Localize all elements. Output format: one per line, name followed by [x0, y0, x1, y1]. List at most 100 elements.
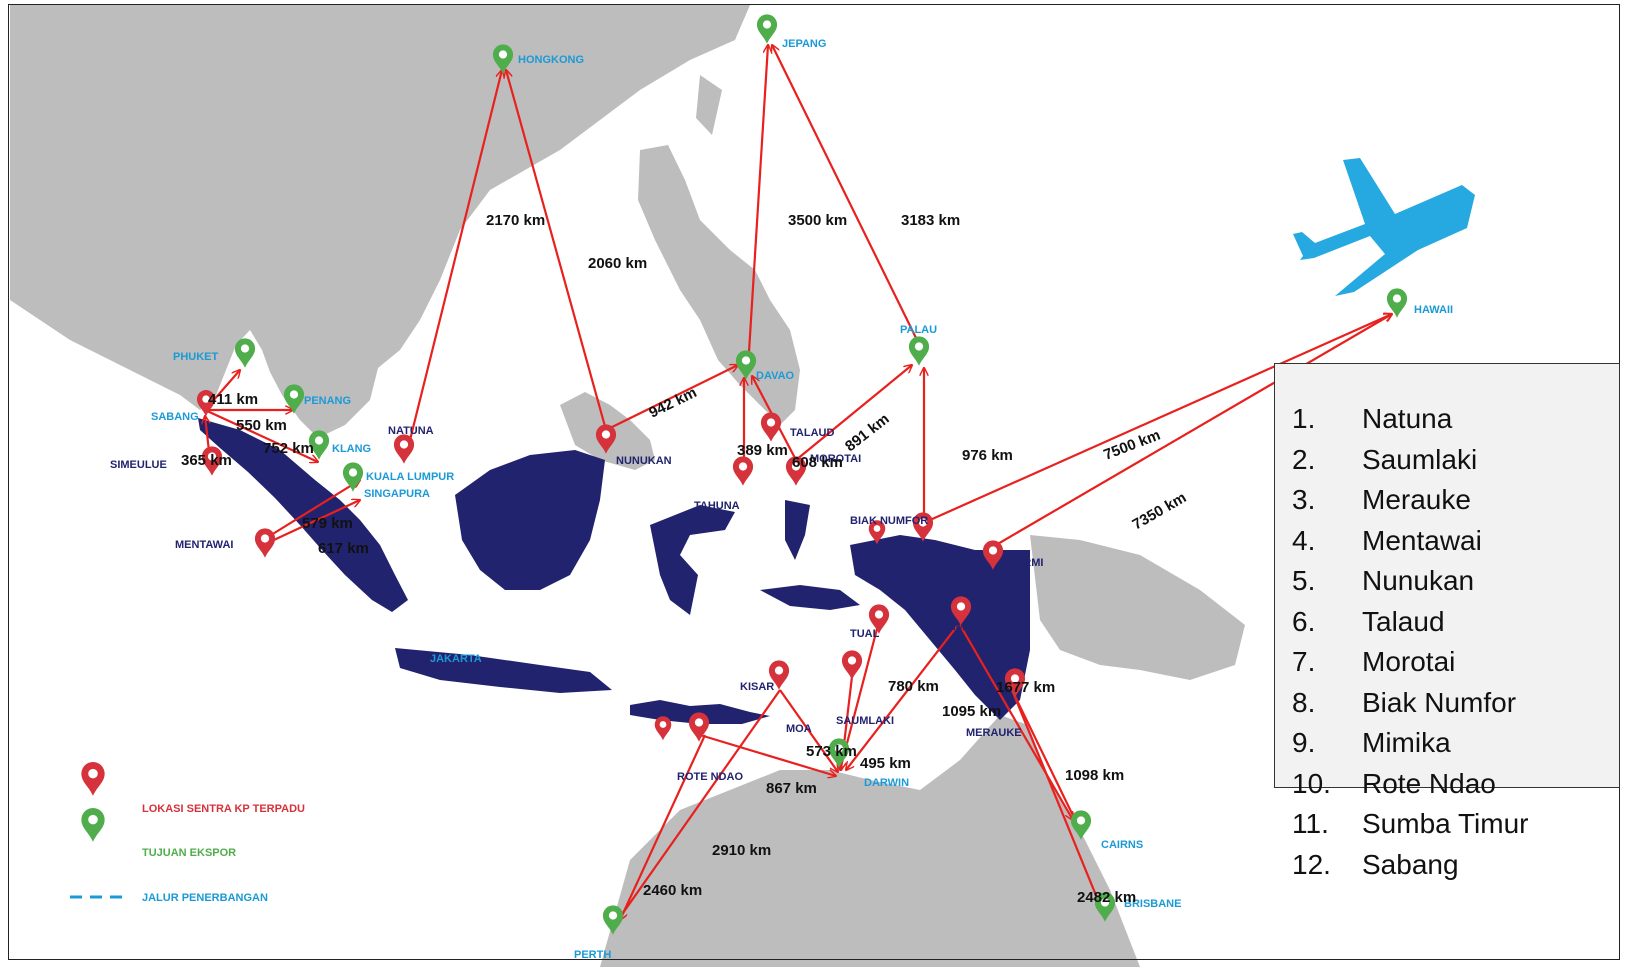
route-morotai-palau [795, 365, 912, 461]
land-philippines [638, 145, 800, 425]
distance-sabang-klang: 752 km [263, 440, 314, 457]
land-papua [850, 535, 1030, 720]
route-sarmi-hawaii [995, 314, 1392, 546]
distance-biak-hawaii: 7500 km [1101, 427, 1162, 464]
flight-routes [205, 45, 1392, 920]
label-kisar: KISAR [740, 681, 774, 693]
pin-phuket-icon [234, 338, 256, 368]
distance-nunukan-hongkong: 2060 km [588, 255, 647, 272]
distance-mentawai-kl: 579 km [302, 515, 353, 532]
route-timika-cairns [959, 624, 1073, 820]
label-tahuna: TAHUNA [694, 500, 740, 512]
legend-item: 12.Sabang [1292, 848, 1459, 880]
route-merauke-cairns [1011, 689, 1080, 830]
distance-saumlaki-darwin: 495 km [860, 755, 911, 772]
label-timika: TIMIKA [946, 621, 984, 633]
numbered-legend-list: 1.Natuna 2.Saumlaki 3.Merauke 4.Mentawai… [1292, 399, 1529, 885]
label-perth: PERTH [574, 949, 611, 961]
route-rote-perth-b [620, 734, 706, 920]
legend-item: 1.Natuna [1292, 403, 1453, 434]
distance-rote-perth-b: 2460 km [643, 882, 702, 899]
distance-rote-darwin: 867 km [766, 780, 817, 797]
route-merauke-brisbane [1010, 689, 1102, 910]
label-mentawai: MENTAWAI [175, 539, 233, 551]
legend-item: 6.Talaud [1292, 605, 1445, 637]
land-maluku [760, 585, 860, 610]
label-phuket: PHUKET [173, 351, 219, 363]
pin-natuna-icon [393, 434, 415, 464]
label-brisbane: BRISBANE [1124, 898, 1181, 910]
land-mainland-asia [10, 5, 750, 438]
legend-route-label: JALUR PENERBANGAN [142, 892, 268, 904]
label-nunukan: NUNUKAN [616, 455, 672, 467]
label-morotai: MOROTAI [810, 453, 861, 465]
pin-kuala-lumpur-icon [342, 462, 364, 492]
route-rote-perth-a [618, 689, 781, 920]
legend-item: 2.Saumlaki [1292, 443, 1478, 475]
label-tual: TUAL [850, 628, 880, 640]
pin-hawaii-icon [1386, 288, 1408, 318]
legend-export-label: TUJUAN EKSPOR [142, 847, 236, 859]
label-hawaii: HAWAII [1414, 304, 1453, 316]
legend-sentra-pin-icon [81, 762, 105, 796]
distance-mentawai-singapura: 617 km [318, 540, 369, 557]
label-moa: MOA [786, 723, 812, 735]
label-jakarta: JAKARTA [430, 653, 482, 665]
distance-kisar-darwin: 573 km [806, 743, 857, 760]
land-australia [600, 715, 1140, 967]
label-natuna: NATUNA [388, 425, 434, 437]
legend-item: 10.Rote Ndao [1292, 767, 1496, 799]
route-kisar-darwin [779, 689, 838, 772]
distance-biak-palau: 976 km [962, 447, 1013, 464]
route-biak-hawaii [929, 314, 1392, 522]
distance-palau-jepang: 3183 km [901, 212, 960, 229]
land-halmahera [785, 500, 810, 560]
distance-simeulue: 365 km [181, 452, 232, 469]
label-saumlaki: SAUMLAKI [836, 715, 894, 727]
label-davao: DAVAO [756, 370, 795, 382]
landmass [10, 5, 1245, 967]
distance-morotai-davao: 608 km [792, 454, 843, 471]
route-mentawai-kl [262, 480, 360, 541]
legend-item: 7.Morotai [1292, 646, 1456, 677]
label-sarmi: SARMI [1008, 557, 1043, 569]
route-sabang-klang [204, 409, 318, 462]
distance-timika-darwin: 1095 km [942, 703, 1001, 720]
label-darwin: DARWIN [864, 777, 909, 789]
legend-item: 4.Mentawai [1292, 524, 1482, 556]
pin-talaud-icon [760, 412, 782, 442]
numbered-legend-box: 1.Natuna 2.Saumlaki 3.Merauke 4.Mentawai… [1274, 363, 1620, 880]
route-nunukan-hongkong [506, 70, 608, 431]
distance-sarmi-hawaii: 7350 km [1130, 489, 1190, 533]
distance-merauke-brisbane: 2482 km [1077, 889, 1136, 906]
distance-merauke-cairns: 1098 km [1065, 767, 1124, 784]
land-new-guinea-east [1030, 535, 1245, 680]
pin-mentawai-icon [254, 528, 276, 558]
land-borneo-id [455, 450, 605, 590]
label-merauke: MERAUKE [966, 727, 1022, 739]
label-palau: PALAU [900, 324, 937, 336]
place-labels: HONGKONG JEPANG HAWAII PALAU DAVAO PHUKE… [110, 38, 1453, 961]
route-natuna-hongkong [408, 70, 502, 441]
label-rote-ndao: ROTE NDAO [677, 771, 743, 783]
distance-sabang-penang: 550 km [236, 417, 287, 434]
label-singapura: SINGAPURA [364, 488, 430, 500]
pin-jepang-icon [756, 14, 778, 44]
label-jepang: JEPANG [782, 38, 826, 50]
legend-item: 3.Merauke [1292, 484, 1471, 515]
label-klang: KLANG [332, 443, 371, 455]
distance-sabang-phuket: 411 km [208, 391, 258, 408]
label-cairns: CAIRNS [1101, 839, 1143, 851]
label-kuala-lumpur: KUALA LUMPUR [366, 471, 454, 483]
label-biak-numfor: BIAK NUMFOR [850, 515, 928, 527]
map-legend: LOKASI SENTRA KP TERPADU TUJUAN EKSPOR J… [70, 803, 305, 904]
label-simeulue: SIMEULUE [110, 459, 167, 471]
distance-davao-jepang: 3500 km [788, 212, 847, 229]
legend-item: 9.Mimika [1292, 727, 1451, 758]
route-davao-jepang [746, 45, 768, 369]
distance-natuna-hongkong: 2170 km [486, 212, 545, 229]
pin-tahuna-icon [732, 456, 754, 486]
land-taiwan [696, 75, 722, 135]
route-nunukan-davao [605, 365, 738, 431]
airplane-icon [1293, 158, 1475, 296]
